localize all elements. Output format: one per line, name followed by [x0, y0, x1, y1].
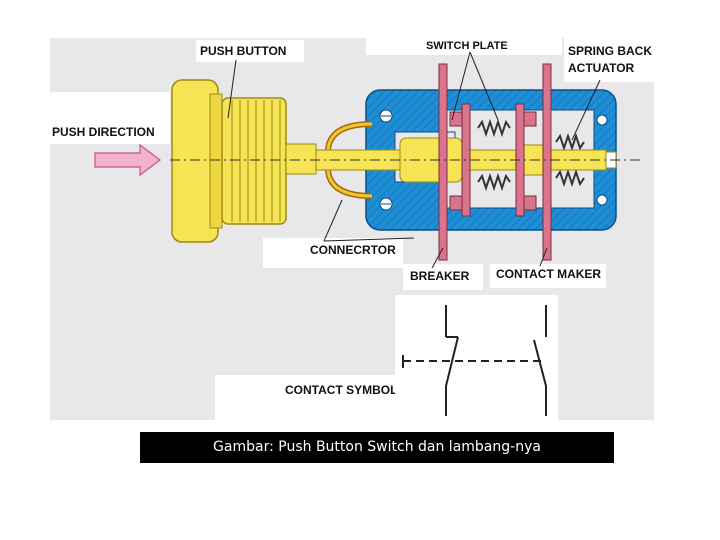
label-actuator: ACTUATOR — [568, 61, 635, 75]
connector-clip-inner — [326, 122, 373, 198]
label-push-button: PUSH BUTTON — [200, 44, 286, 58]
label-spring-back: SPRING BACK — [568, 44, 652, 58]
push-direction-arrow — [94, 143, 161, 177]
label-area-contact-symbol — [215, 375, 395, 420]
label-area-push-direction — [50, 92, 170, 144]
label-connector: CONNECRTOR — [310, 243, 396, 257]
figure-caption: Gambar: Push Button Switch dan lambang-n… — [140, 432, 614, 463]
label-breaker: BREAKER — [410, 269, 470, 283]
label-area-spring-back — [564, 38, 656, 82]
label-contact-symbol: CONTACT SYMBOL — [285, 383, 397, 397]
label-switch-plate: SWITCH PLATE — [426, 40, 508, 52]
return-springs — [477, 118, 585, 192]
leader-lines — [227, 51, 601, 269]
label-area-connector — [263, 238, 403, 268]
label-area-breaker — [403, 264, 483, 290]
label-area-push-button — [196, 40, 304, 62]
label-area-contact-maker — [490, 264, 606, 288]
label-contact-maker: CONTACT MAKER — [496, 267, 601, 281]
label-area-switch-plate — [366, 35, 562, 55]
push-button-body — [171, 79, 317, 243]
label-push-direction: PUSH DIRECTION — [52, 125, 155, 139]
contact-symbol — [395, 295, 558, 420]
